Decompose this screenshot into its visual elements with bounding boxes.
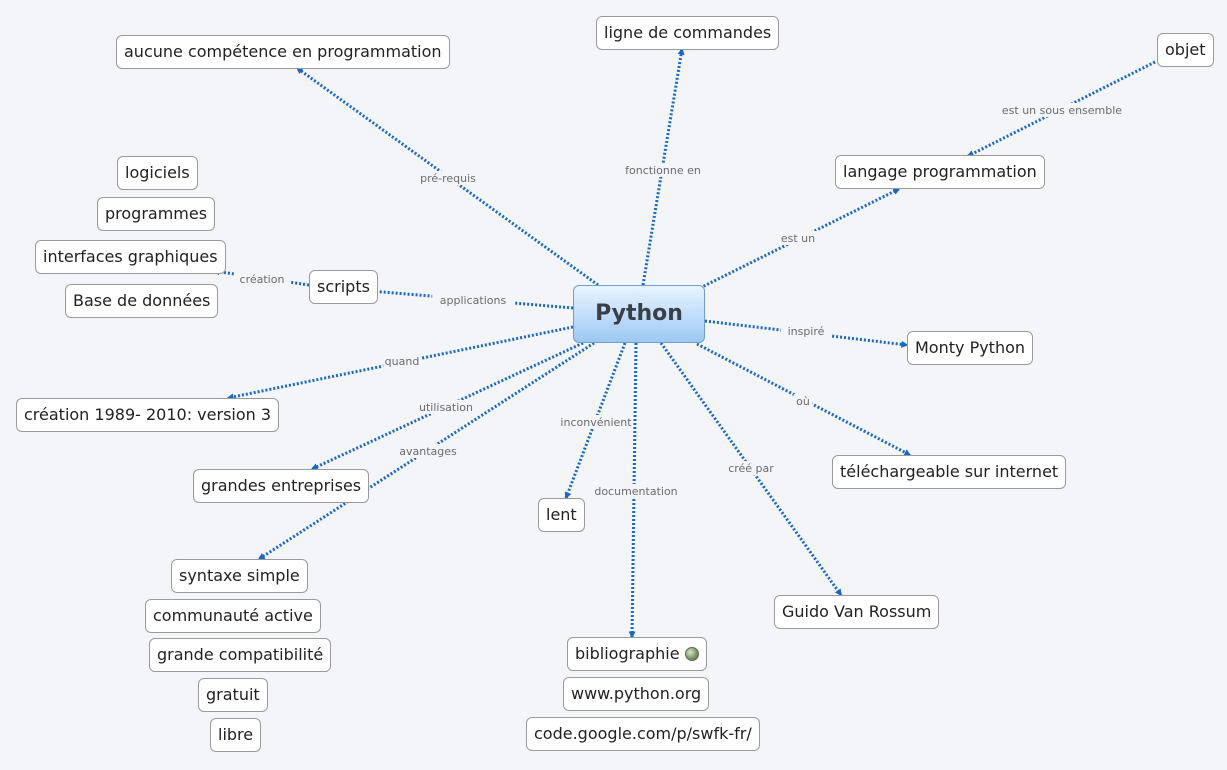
connector-label: documentation: [594, 485, 677, 498]
topic-telechargeable[interactable]: téléchargeable sur internet: [832, 455, 1067, 489]
topic-label: téléchargeable sur internet: [840, 462, 1059, 481]
topic-interfaces-graphiques[interactable]: interfaces graphiques: [35, 240, 226, 274]
connector-label-bg: [432, 293, 514, 307]
connector-label-bg: [592, 484, 680, 498]
connector-label: est un: [781, 232, 815, 245]
topic-label: gratuit: [206, 685, 260, 704]
connector-label-bg: [555, 415, 637, 429]
topic-libre[interactable]: libre: [210, 718, 262, 752]
connector-label: création: [240, 273, 285, 286]
topic-base-de-donnees[interactable]: Base de données: [65, 284, 219, 318]
topic-www-python-org[interactable]: www.python.org: [563, 677, 710, 711]
topic-communaute-active[interactable]: communauté active: [145, 599, 321, 633]
topic-label: Monty Python: [915, 338, 1026, 357]
topic-lent[interactable]: lent: [538, 498, 585, 532]
topic-label: bibliographie: [575, 644, 680, 663]
topic-label: Base de données: [73, 291, 211, 310]
topic-label: programmes: [105, 204, 208, 223]
topic-label: création 1989- 2010: version 3: [24, 405, 272, 424]
topic-langage-programmation[interactable]: langage programmation: [835, 155, 1045, 189]
connector-label-bg: [396, 444, 460, 458]
topic-label: code.google.com/p/swfk-fr/: [534, 724, 752, 743]
connector-label-bg: [383, 354, 421, 368]
topic-scripts[interactable]: scripts: [309, 270, 378, 304]
connector-label-bg: [413, 171, 483, 185]
connector-label: avantages: [399, 445, 457, 458]
topic-label: langage programmation: [843, 162, 1037, 181]
topic-programmes[interactable]: programmes: [97, 197, 216, 231]
topic-grande-compatibilite[interactable]: grande compatibilité: [149, 638, 332, 672]
topic-bibliographie[interactable]: bibliographie: [567, 637, 707, 671]
connector-label: est un sous ensemble: [1002, 104, 1122, 117]
connector-python-syntaxe: [257, 341, 595, 561]
topic-label: lent: [546, 505, 577, 524]
topic-grandes-entreprises[interactable]: grandes entreprises: [193, 469, 370, 503]
connector-label-bg: [776, 231, 820, 245]
topic-guido-van-rossum[interactable]: Guido Van Rossum: [774, 595, 940, 629]
connector-label: inconvénient: [560, 416, 632, 429]
connector-label: inspiré: [788, 325, 825, 338]
globe-icon[interactable]: [684, 646, 699, 661]
topic-logiciels[interactable]: logiciels: [117, 156, 198, 190]
topic-label: scripts: [317, 277, 370, 296]
connector-label: fonctionne en: [625, 164, 701, 177]
topic-ligne-de-commandes[interactable]: ligne de commandes: [596, 16, 780, 50]
topic-code-google[interactable]: code.google.com/p/swfk-fr/: [526, 717, 760, 751]
topic-objet[interactable]: objet: [1157, 33, 1214, 67]
central-topic-label: Python: [595, 301, 683, 326]
topic-label: interfaces graphiques: [43, 247, 218, 266]
connector-label: utilisation: [419, 401, 473, 414]
topic-label: ligne de commandes: [604, 23, 772, 42]
connector-label-bg: [408, 400, 484, 414]
topic-monty-python[interactable]: Monty Python: [907, 331, 1034, 365]
topic-label: syntaxe simple: [179, 566, 300, 585]
central-topic-python[interactable]: Python: [573, 285, 705, 343]
topic-label: communauté active: [153, 606, 313, 625]
connector-label: pré-requis: [420, 172, 476, 185]
topic-label: Guido Van Rossum: [782, 602, 932, 621]
connector-label-bg: [619, 163, 707, 177]
topic-syntaxe-simple[interactable]: syntaxe simple: [171, 559, 308, 593]
connector-python-langage: [699, 187, 901, 290]
topic-label: logiciels: [125, 163, 190, 182]
connector-label-bg: [780, 324, 832, 338]
connector-label-bg: [233, 272, 291, 286]
topic-label: www.python.org: [571, 684, 702, 703]
topic-creation-version[interactable]: création 1989- 2010: version 3: [16, 398, 280, 432]
topic-label: grandes entreprises: [201, 476, 362, 495]
topic-label: libre: [218, 725, 254, 744]
connector-label-bg: [996, 103, 1128, 117]
connector-python-biblio: [628, 342, 638, 639]
topic-gratuit[interactable]: gratuit: [198, 678, 268, 712]
connector-label-bg: [793, 394, 813, 408]
connector-label: quand: [385, 355, 420, 368]
connector-label-bg: [722, 461, 780, 475]
connector-label: créé par: [728, 462, 774, 475]
topic-label: objet: [1165, 40, 1206, 59]
topic-label: grande compatibilité: [157, 645, 324, 664]
connector-label: applications: [440, 294, 507, 307]
topic-label: aucune compétence en programmation: [124, 42, 442, 61]
topic-aucune-competence[interactable]: aucune compétence en programmation: [116, 35, 450, 69]
connector-label: où: [796, 395, 810, 408]
